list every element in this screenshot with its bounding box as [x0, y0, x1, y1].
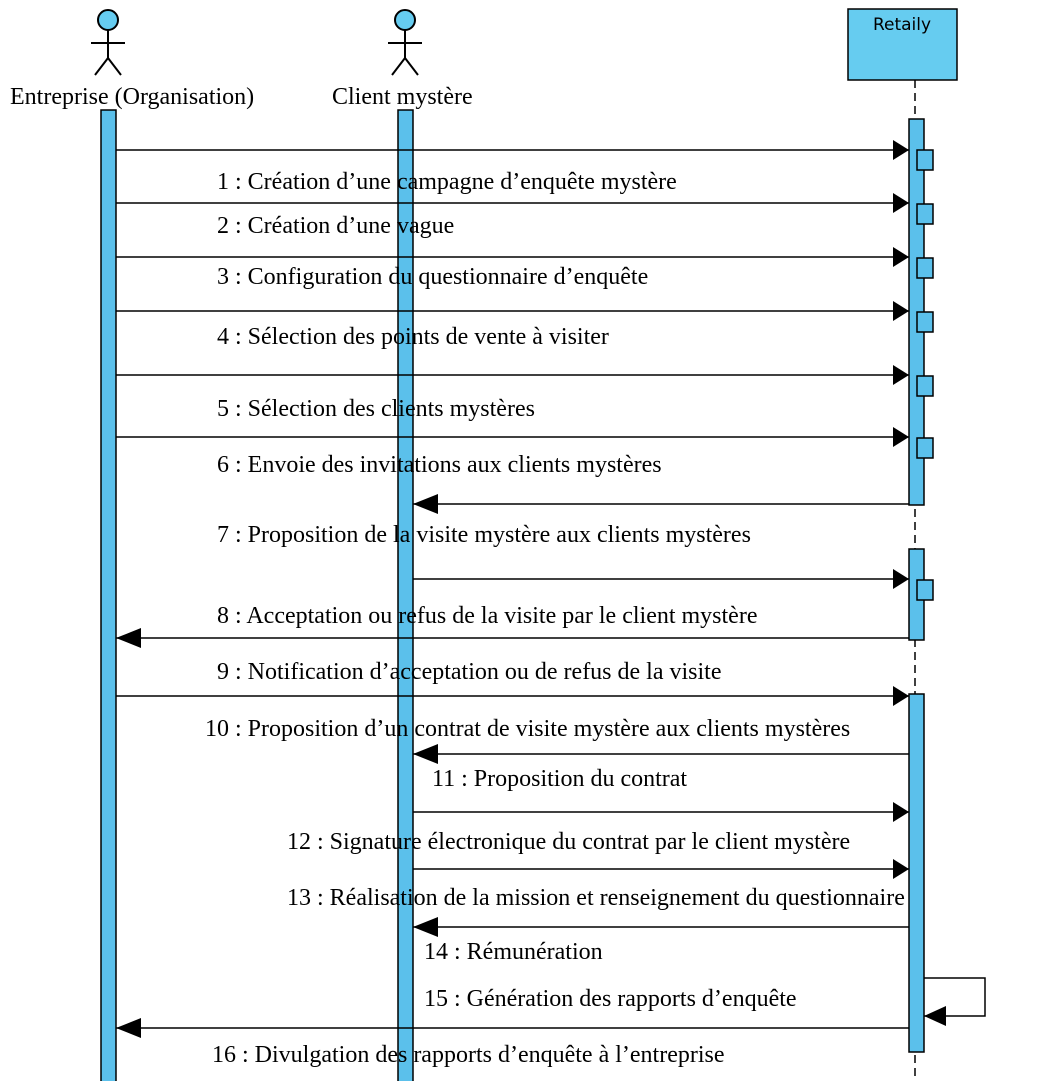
arrowhead-left [413, 744, 438, 764]
arrowhead-right [893, 193, 909, 213]
arrowhead-right [893, 427, 909, 447]
message-12: 12 : Signature électronique du contrat p… [287, 802, 909, 855]
message-label: 5 : Sélection des clients mystères [217, 396, 535, 422]
nested-activation [916, 437, 934, 459]
arrowhead-left [413, 917, 438, 937]
message-label: 1 : Création d’une campagne d’enquête my… [217, 169, 677, 195]
actor-client-label: Client mystère [332, 84, 473, 110]
message-8: 8 : Acceptation ou refus de la visite pa… [217, 569, 909, 629]
actor-client-figure [388, 9, 422, 76]
nested-activation [916, 149, 934, 171]
actor-entreprise-label: Entreprise (Organisation) [10, 84, 254, 110]
message-label: 6 : Envoie des invitations aux clients m… [217, 452, 662, 478]
arrowhead-right [893, 802, 909, 822]
arrowhead-left [116, 1018, 141, 1038]
arrowhead-right [893, 140, 909, 160]
message-label: 2 : Création d’une vague [217, 213, 454, 239]
message-11: 11 : Proposition du contrat [413, 744, 909, 792]
arrowhead-right [893, 247, 909, 267]
nested-activation [916, 579, 934, 601]
arrowhead-right [893, 301, 909, 321]
arrowhead-left [413, 494, 438, 514]
message-label: 7 : Proposition de la visite mystère aux… [217, 522, 751, 548]
message-label: 15 : Génération des rapports d’enquête [424, 986, 797, 1012]
message-10: 10 : Proposition d’un contrat de visite … [116, 686, 909, 742]
arrowhead-right [893, 686, 909, 706]
nested-activation [916, 311, 934, 333]
nested-activations [916, 149, 934, 601]
nested-activation [916, 203, 934, 225]
lifeline-entreprise [100, 109, 117, 1081]
message-label: 11 : Proposition du contrat [432, 766, 687, 792]
arrowhead-right [893, 859, 909, 879]
message-4: 4 : Sélection des points de vente à visi… [116, 301, 909, 350]
message-label: 14 : Rémunération [424, 939, 603, 965]
arrowhead-right [893, 569, 909, 589]
self-message-arrow [924, 977, 986, 1017]
message-label: 13 : Réalisation de la mission et rensei… [287, 885, 905, 911]
activation-retaily-3 [908, 693, 925, 1053]
message-label: 4 : Sélection des points de vente à visi… [217, 324, 609, 350]
message-label: 12 : Signature électronique du contrat p… [287, 829, 850, 855]
arrowhead-left [116, 628, 141, 648]
message-2: 2 : Création d’une vague [116, 193, 909, 239]
participant-retaily: Retaily [847, 8, 958, 81]
message-label: 16 : Divulgation des rapports d’enquête … [212, 1042, 725, 1068]
actor-client: Client mystère [332, 9, 473, 110]
message-14: 14 : Rémunération [413, 917, 909, 965]
message-5: 5 : Sélection des clients mystères [116, 365, 909, 422]
message-6: 6 : Envoie des invitations aux clients m… [116, 427, 909, 478]
message-label: 9 : Notification d’acceptation ou de ref… [217, 659, 722, 685]
participant-retaily-label: Retaily [873, 15, 931, 35]
nested-activation [916, 257, 934, 279]
message-15: 15 : Génération des rapports d’enquête [424, 977, 986, 1026]
actor-entreprise: Entreprise (Organisation) [10, 9, 254, 110]
message-3: 3 : Configuration du questionnaire d’enq… [116, 247, 909, 290]
message-7: 7 : Proposition de la visite mystère aux… [217, 494, 909, 548]
message-13: 13 : Réalisation de la mission et rensei… [287, 859, 909, 911]
lifeline-client [397, 109, 414, 1081]
message-label: 3 : Configuration du questionnaire d’enq… [217, 264, 648, 290]
message-9: 9 : Notification d’acceptation ou de ref… [116, 628, 909, 685]
arrowhead-right [893, 365, 909, 385]
message-1: 1 : Création d’une campagne d’enquête my… [116, 140, 909, 195]
nested-activation [916, 375, 934, 397]
message-16: 16 : Divulgation des rapports d’enquête … [116, 1018, 909, 1068]
actor-entreprise-figure [91, 9, 125, 76]
arrowhead-left [924, 1006, 946, 1026]
participant-retaily-box [847, 8, 958, 81]
message-label: 8 : Acceptation ou refus de la visite pa… [217, 603, 757, 629]
message-label: 10 : Proposition d’un contrat de visite … [205, 716, 850, 742]
